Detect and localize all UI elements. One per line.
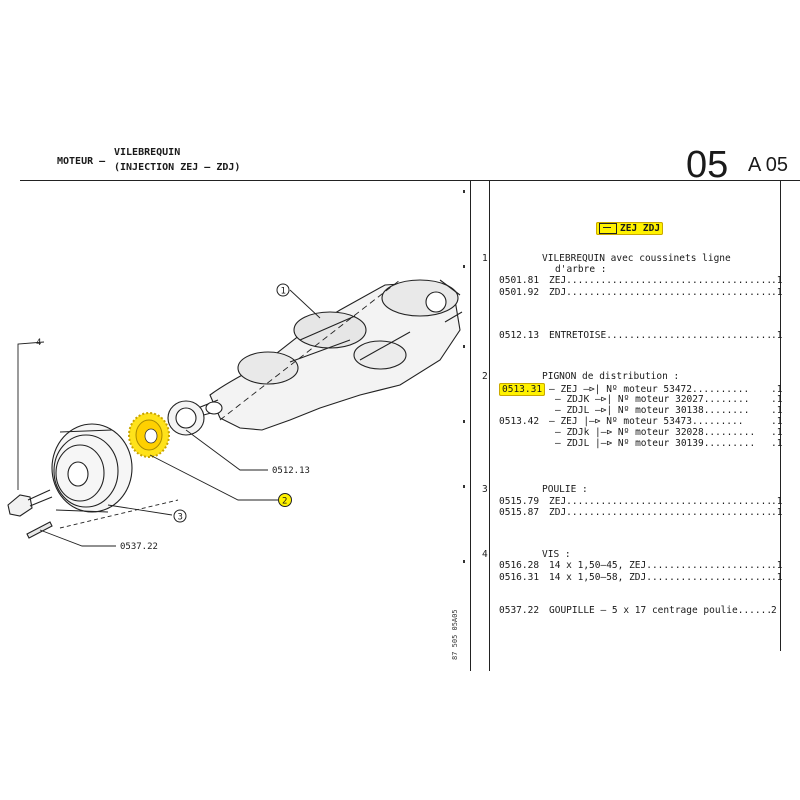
item-number: 1 (482, 253, 488, 264)
part-reference: 0516.31 (499, 572, 540, 583)
part-description: – ZEJ |—⊳ Nº moteur 53473......... (549, 416, 744, 427)
part-quantity: .1 (771, 275, 783, 286)
part-description: 14 x 1,50–45, ZEJ.......................… (549, 560, 774, 571)
col-rule-qty (780, 181, 781, 651)
part-reference: 0516.28 (499, 560, 540, 571)
distribution-gear-drawing (128, 412, 170, 458)
header-rule (20, 180, 800, 181)
part-reference: 0512.13 (499, 330, 540, 341)
leader-3 (107, 504, 173, 516)
spacer-ring-drawing (167, 400, 205, 436)
callout-1: 1 (281, 287, 286, 297)
part-description: ZEJ.....................................… (549, 275, 774, 286)
callout-3-circle (173, 509, 187, 523)
part-quantity: .1 (771, 330, 783, 341)
leader-4 (17, 341, 45, 490)
part-description: ZDJ.....................................… (549, 507, 774, 518)
callout-1-circle (276, 283, 290, 297)
part-quantity: 2 (771, 605, 777, 616)
col-rule-left (470, 181, 471, 671)
part-description: – ZEJ —⊳| Nº moteur 53472.......... (549, 384, 750, 395)
part-quantity: .1 (771, 438, 783, 449)
crankshaft-drawing (197, 279, 463, 431)
part-quantity: .1 (771, 416, 783, 427)
part-quantity: .1 (771, 287, 783, 298)
leader-2 (149, 454, 278, 501)
part-reference: 0537.22 (499, 605, 540, 616)
part-quantity: .1 (771, 572, 783, 583)
part-description: – ZDJk |—⊳ Nº moteur 32028......... (555, 427, 756, 438)
part-reference: 0515.79 (499, 496, 540, 507)
item-number: 3 (482, 484, 488, 495)
part-description: – ZDJL —⊳| Nº moteur 30138........ (555, 405, 750, 416)
part-description: PIGNON de distribution : (542, 371, 680, 382)
part-reference: 0515.87 (499, 507, 540, 518)
leader-entretoise (185, 429, 268, 471)
part-reference: 0501.81 (499, 275, 540, 286)
part-reference: 0513.31 (499, 383, 546, 396)
leader-1 (289, 289, 321, 319)
item-number: 4 (482, 549, 488, 560)
part-description: VILEBREQUIN avec coussinets ligne (542, 253, 731, 264)
page-reference: A 05 (748, 154, 789, 176)
part-description: GOUPILLE – 5 x 17 centrage poulie.......… (549, 605, 774, 616)
section-label: MOTEUR – (57, 156, 106, 167)
pin-drawing (26, 521, 53, 539)
variant-badge: ZEJ ZDJ (596, 222, 664, 235)
callout-4: 4 (36, 338, 41, 348)
part-description: 14 x 1,50–58, ZDJ.......................… (549, 572, 774, 583)
part-description: VIS : (542, 549, 571, 560)
part-quantity: .1 (771, 496, 783, 507)
col-rule-num (489, 181, 490, 671)
pulley-drawing (51, 423, 133, 513)
part-description: ENTRETOISE..............................… (549, 330, 774, 341)
bolt-drawing (7, 489, 53, 517)
part-quantity: .1 (771, 427, 783, 438)
item-number: 2 (482, 371, 488, 382)
part-quantity: .1 (771, 394, 783, 405)
title-line-1: VILEBREQUIN (114, 147, 181, 158)
part-reference: 0501.92 (499, 287, 540, 298)
part-description: ZDJ.....................................… (549, 287, 774, 298)
leader-goupille (39, 529, 116, 547)
variant-badge-label: ZEJ ZDJ (596, 222, 664, 235)
callout-2-circle (278, 493, 292, 507)
part-description: – ZDJK —⊳| Nº moteur 32027........ (555, 394, 750, 405)
ref-goupille: 0537.22 (120, 542, 158, 552)
part-quantity: .1 (771, 384, 783, 395)
part-description: – ZDJL |—⊳ Nº moteur 30139......... (555, 438, 756, 449)
part-quantity: .1 (771, 405, 783, 416)
page-number: 05 (686, 144, 729, 186)
part-description: POULIE : (542, 484, 588, 495)
ref-entretoise: 0512.13 (272, 466, 310, 476)
callout-3: 3 (178, 513, 183, 523)
callout-2: 2 (282, 497, 287, 507)
part-reference: 0513.42 (499, 416, 540, 427)
title-line-2: (INJECTION ZEJ – ZDJ) (114, 162, 241, 173)
engine-block-icon (599, 223, 617, 234)
part-description: d'arbre : (555, 264, 607, 275)
part-quantity: .1 (771, 507, 783, 518)
part-quantity: .1 (771, 560, 783, 571)
part-description: ZEJ.....................................… (549, 496, 774, 507)
